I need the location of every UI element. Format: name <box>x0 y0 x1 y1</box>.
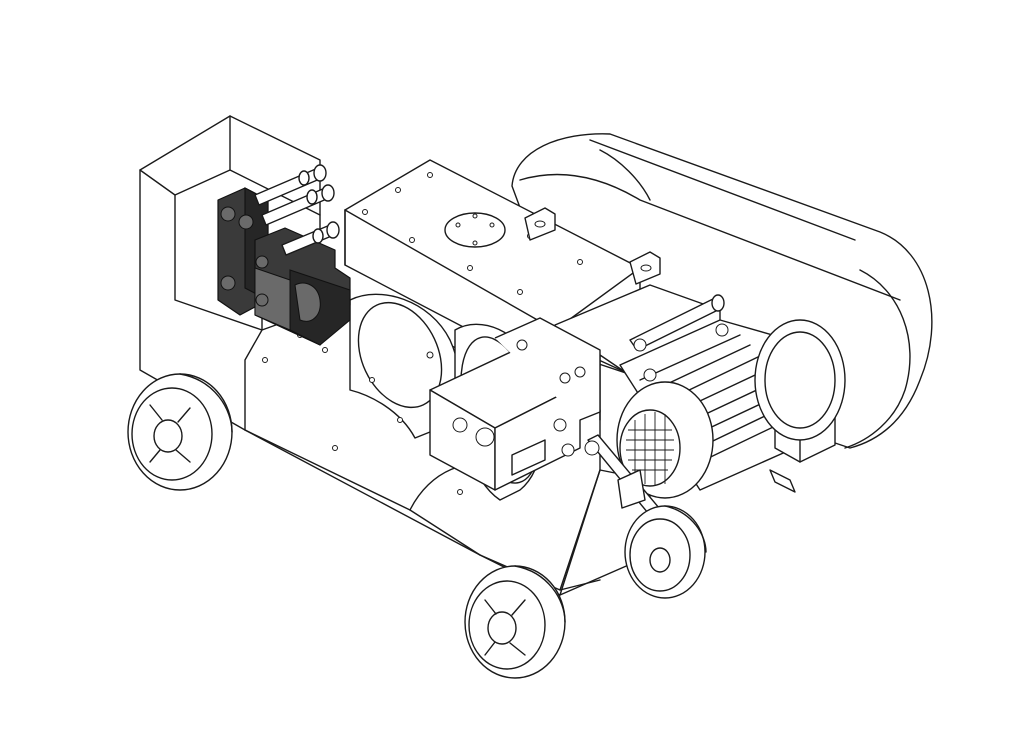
wheel-front-left <box>464 565 566 679</box>
top-cover-plate <box>444 212 506 248</box>
threaded-rods <box>254 164 340 256</box>
guide-roller <box>629 294 729 382</box>
switch-box <box>429 317 601 491</box>
wheel-rear-left <box>127 373 233 491</box>
switch-knob <box>452 417 468 433</box>
switch-knob <box>475 427 495 447</box>
wheel-front-right <box>624 505 707 599</box>
electric-motor <box>616 319 846 499</box>
